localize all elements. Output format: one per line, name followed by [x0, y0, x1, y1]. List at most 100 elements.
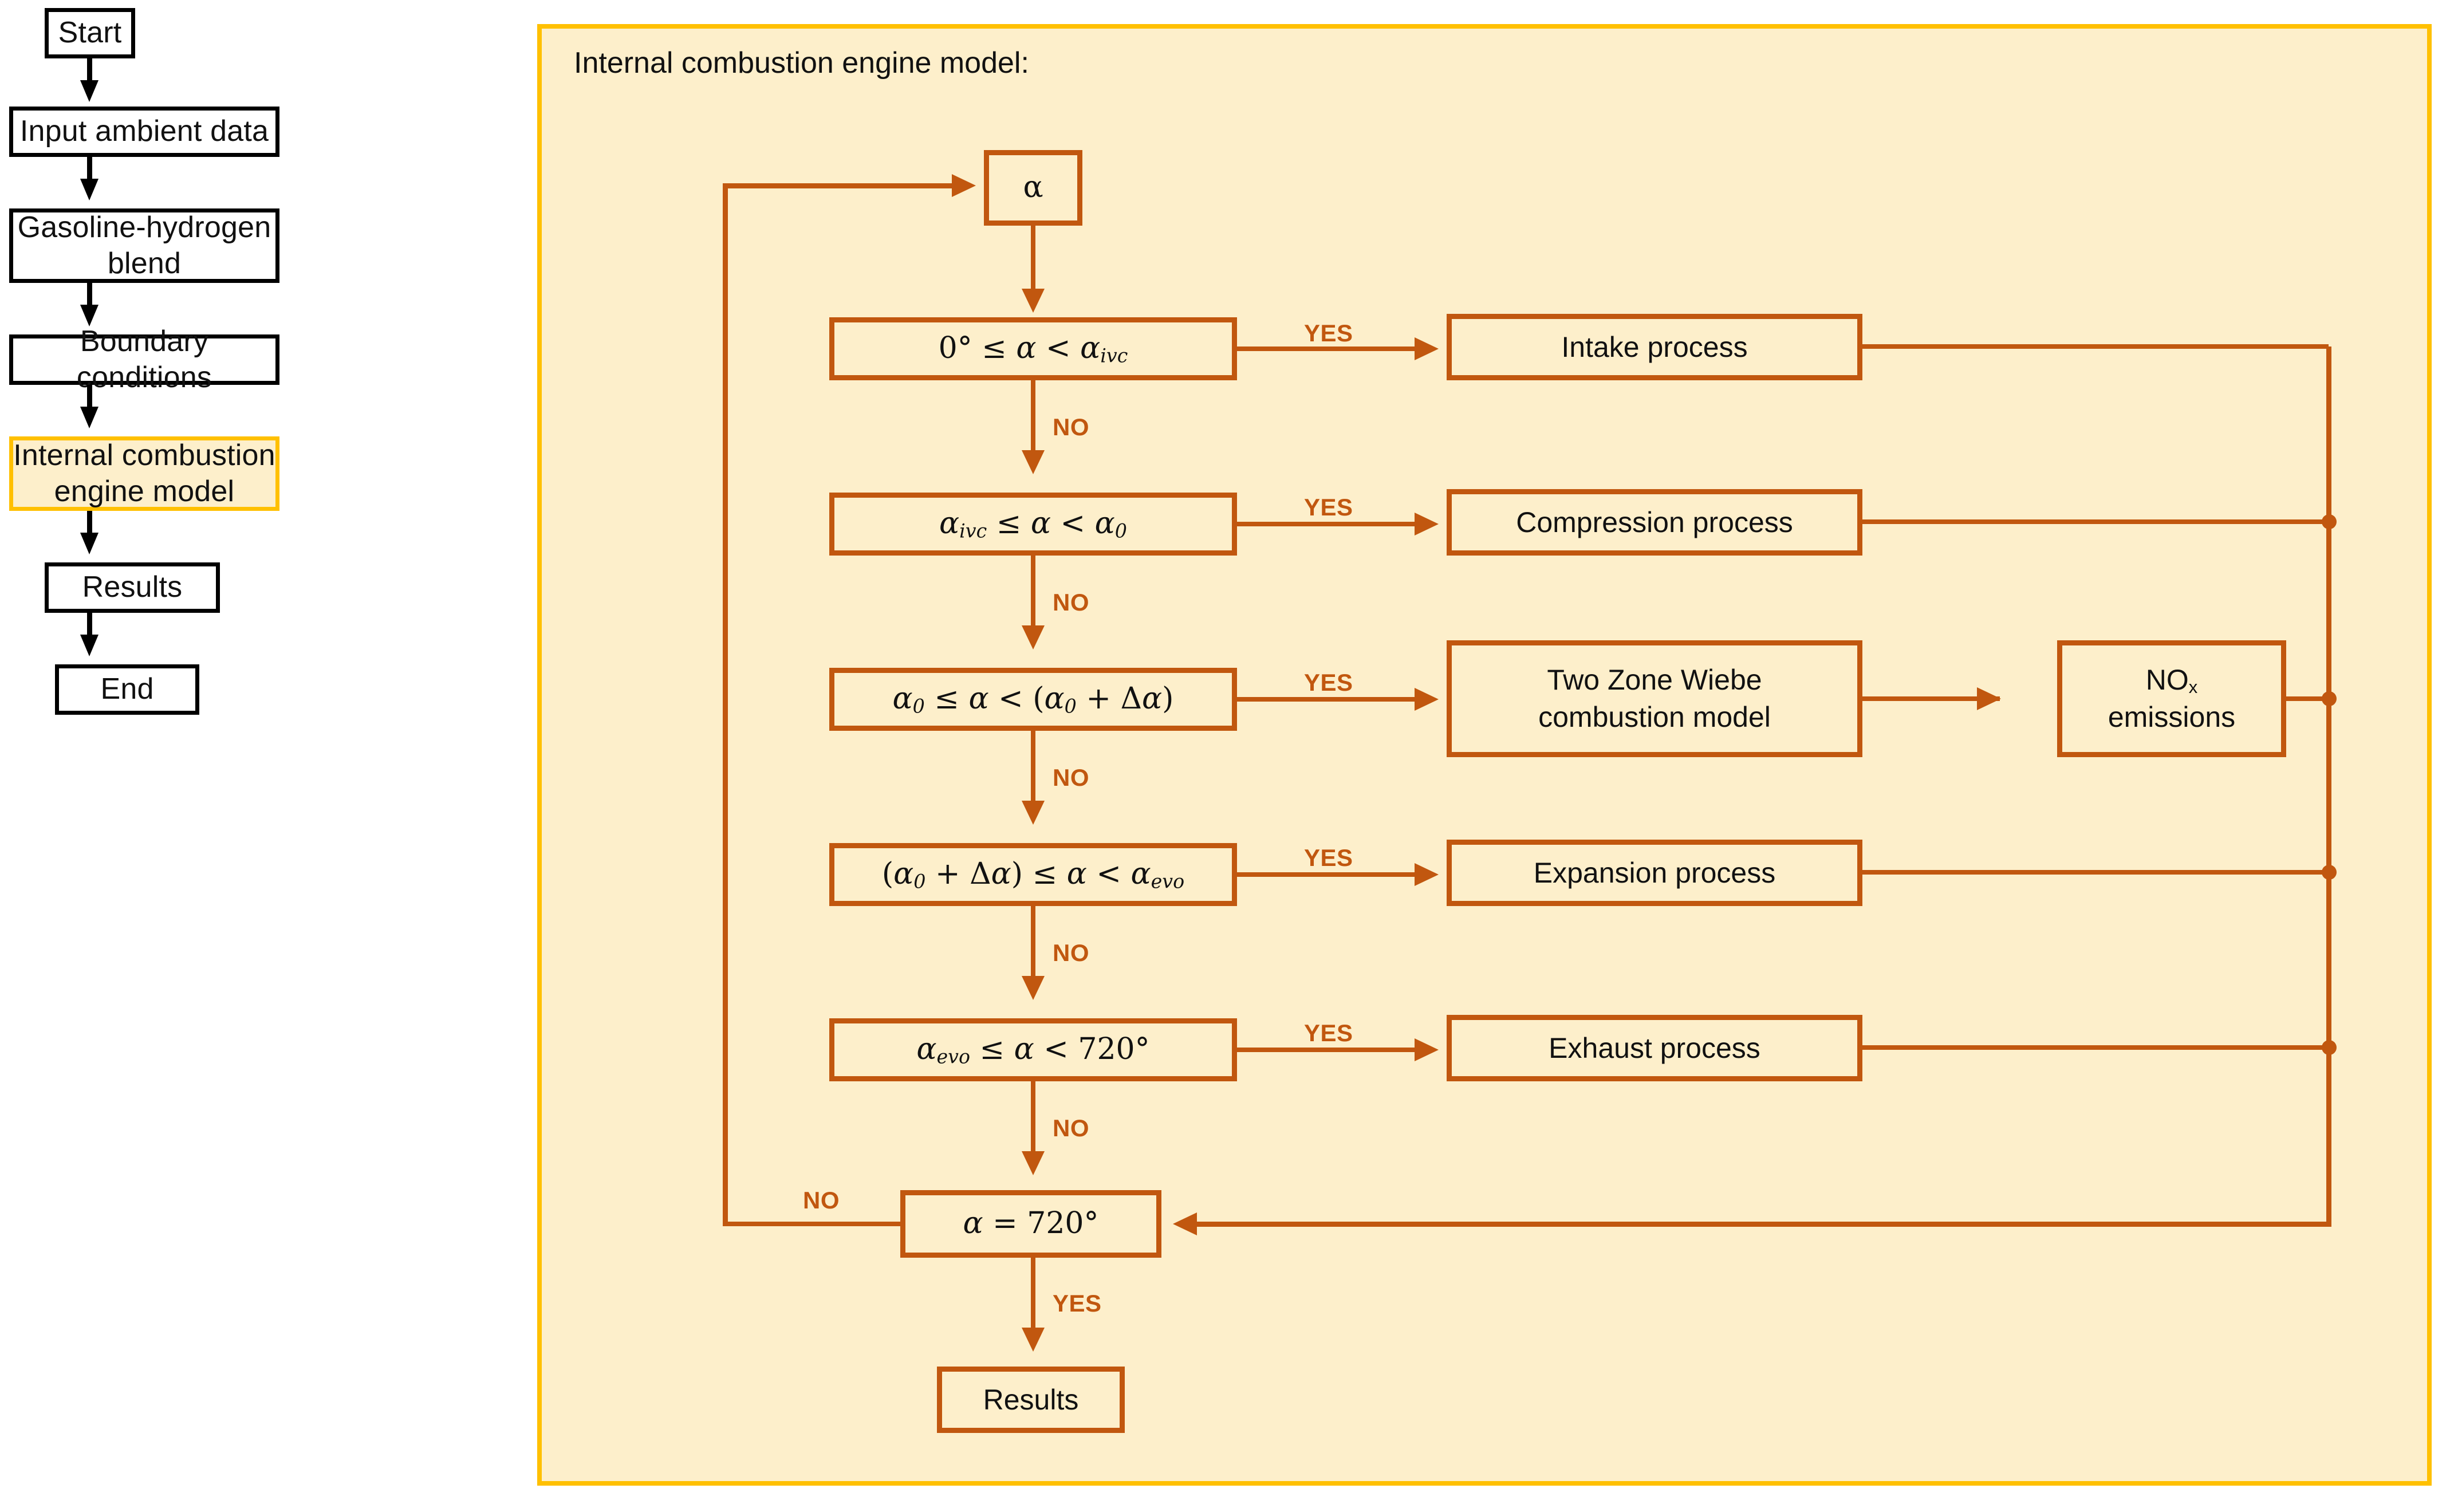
process-expansion[interactable]: Expansion process — [1447, 840, 1862, 906]
left-arrow-2 — [80, 179, 99, 200]
decision-3-no-arrow — [1022, 801, 1045, 825]
left-arrow-6 — [80, 635, 99, 656]
decision-2-no-arrow — [1022, 625, 1045, 649]
bus-to-loop-check-arrow — [1173, 1212, 1197, 1235]
exhaust-to-bus-line — [1862, 1045, 2329, 1050]
decision-5-range[interactable]: αevo ≤ α < 720° — [829, 1018, 1237, 1081]
node-results[interactable]: Results — [937, 1367, 1125, 1433]
wiebe-to-nox-line — [1862, 696, 2000, 701]
decision-3-yes-line — [1237, 697, 1432, 702]
decision-5-yes-line — [1237, 1048, 1432, 1052]
decision-2-no-line — [1031, 556, 1035, 636]
process-intake-label: Intake process — [1561, 330, 1748, 363]
decision-3-range[interactable]: α0 ≤ α < (α0 + Δα) — [829, 668, 1237, 731]
decision-1-expression: 0° ≤ α < αivc — [938, 331, 1128, 367]
left-arrow-4 — [80, 407, 99, 428]
process-intake[interactable]: Intake process — [1447, 314, 1862, 380]
nox-to-bus-line — [2286, 696, 2329, 701]
loop-horizontal-line — [723, 183, 952, 188]
alpha-to-d1-arrow — [1022, 289, 1045, 313]
decision-1-yes-label: YES — [1304, 320, 1353, 346]
left-node-results-label: Results — [82, 570, 183, 604]
decision-1-range[interactable]: 0° ≤ α < αivc — [829, 317, 1237, 380]
decision-3-no-label: NO — [1053, 764, 1089, 791]
left-arrow-1 — [80, 80, 99, 102]
process-exhaust[interactable]: Exhaust process — [1447, 1015, 1862, 1081]
loop-check-expression: α = 720° — [963, 1206, 1099, 1241]
process-expansion-label: Expansion process — [1533, 856, 1776, 889]
decision-4-yes-arrow — [1415, 863, 1439, 886]
alpha-to-d1-line — [1031, 226, 1035, 300]
decision-1-yes-line — [1237, 346, 1432, 351]
left-node-boundary-label: Boundary conditions — [76, 324, 212, 394]
left-node-gasoline-hydrogen-blend[interactable]: Gasoline-hydrogen blend — [9, 208, 279, 283]
nox-subscript-x: x — [2188, 676, 2198, 697]
intake-to-bus-line — [1862, 344, 2329, 349]
left-node-input-label: Input ambient data — [19, 115, 269, 148]
process-wiebe-label: Two Zone Wiebe combustion model — [1538, 664, 1771, 733]
decision-5-no-line — [1031, 1081, 1035, 1161]
decision-2-no-label: NO — [1053, 589, 1089, 616]
decision-1-no-line — [1031, 380, 1035, 460]
decision-3-expression: α0 ≤ α < (α0 + Δα) — [892, 682, 1174, 718]
loop-check-no-line — [723, 1222, 901, 1226]
left-connector-4 — [87, 385, 92, 418]
left-node-boundary-conditions[interactable]: Boundary conditions — [9, 325, 279, 394]
decision-2-yes-line — [1237, 522, 1432, 526]
decision-4-no-label: NO — [1053, 939, 1089, 966]
nox-main-text: NO — [2145, 663, 2189, 696]
left-connector-5 — [87, 511, 92, 544]
left-node-results[interactable]: Results — [45, 562, 220, 613]
decision-5-yes-arrow — [1415, 1038, 1439, 1061]
bus-bottom-horizontal-line — [1197, 1222, 2331, 1227]
bus-junction-dot-nox — [2322, 691, 2337, 706]
loop-arrow-into-alpha — [952, 174, 976, 197]
process-compression[interactable]: Compression process — [1447, 489, 1862, 556]
decision-2-range[interactable]: αivc ≤ α < α0 — [829, 493, 1237, 556]
loop-check-alpha-equals-720[interactable]: α = 720° — [900, 1190, 1161, 1258]
expansion-to-bus-line — [1862, 870, 2329, 875]
left-connector-3 — [87, 283, 92, 316]
left-node-ice-label: Internal combustion engine model — [13, 438, 275, 508]
decision-4-no-arrow — [1022, 976, 1045, 1000]
process-compression-label: Compression process — [1516, 506, 1793, 538]
node-results-label: Results — [983, 1383, 1079, 1416]
loop-check-yes-line — [1031, 1258, 1035, 1338]
loop-check-yes-label: YES — [1053, 1290, 1102, 1317]
loop-vertical-line — [723, 183, 728, 1226]
decision-4-expression: (α0 + Δα) ≤ α < αevo — [881, 857, 1185, 893]
left-connector-2 — [87, 157, 92, 190]
nox-emissions-text: emissions — [2108, 701, 2236, 734]
left-node-blend-label: Gasoline-hydrogen blend — [17, 210, 271, 280]
loop-check-yes-arrow — [1022, 1328, 1045, 1352]
bus-junction-dot-compression — [2322, 514, 2337, 529]
left-connector-1 — [87, 58, 92, 92]
nox-formula: NOx — [2146, 662, 2198, 699]
decision-5-yes-label: YES — [1304, 1019, 1353, 1046]
left-node-input-ambient-data[interactable]: Input ambient data — [9, 107, 279, 157]
process-nox-emissions[interactable]: NOx emissions — [2057, 640, 2286, 757]
collector-vertical-bus — [2326, 346, 2331, 1222]
decision-4-range[interactable]: (α0 + Δα) ≤ α < αevo — [829, 843, 1237, 906]
compression-to-bus-line — [1862, 519, 2329, 524]
left-node-start[interactable]: Start — [45, 8, 135, 58]
left-arrow-3 — [80, 305, 99, 326]
left-node-internal-combustion-engine-model[interactable]: Internal combustion engine model — [9, 436, 279, 511]
bus-junction-dot-exhaust — [2322, 1040, 2337, 1055]
decision-3-no-line — [1031, 731, 1035, 811]
left-node-end[interactable]: End — [55, 664, 199, 715]
decision-3-yes-arrow — [1415, 688, 1439, 711]
process-two-zone-wiebe-combustion-model[interactable]: Two Zone Wiebe combustion model — [1447, 640, 1862, 757]
node-alpha[interactable]: α — [984, 150, 1082, 226]
decision-3-yes-label: YES — [1304, 669, 1353, 696]
left-arrow-5 — [80, 533, 99, 554]
decision-5-no-arrow — [1022, 1151, 1045, 1175]
decision-1-yes-arrow — [1415, 337, 1439, 360]
loop-check-no-label: NO — [803, 1187, 840, 1214]
decision-5-no-label: NO — [1053, 1115, 1089, 1141]
left-node-start-label: Start — [58, 16, 122, 50]
left-connector-6 — [87, 613, 92, 646]
panel-title: Internal combustion engine model: — [574, 46, 1029, 80]
decision-2-yes-label: YES — [1304, 494, 1353, 521]
left-node-end-label: End — [100, 672, 154, 706]
